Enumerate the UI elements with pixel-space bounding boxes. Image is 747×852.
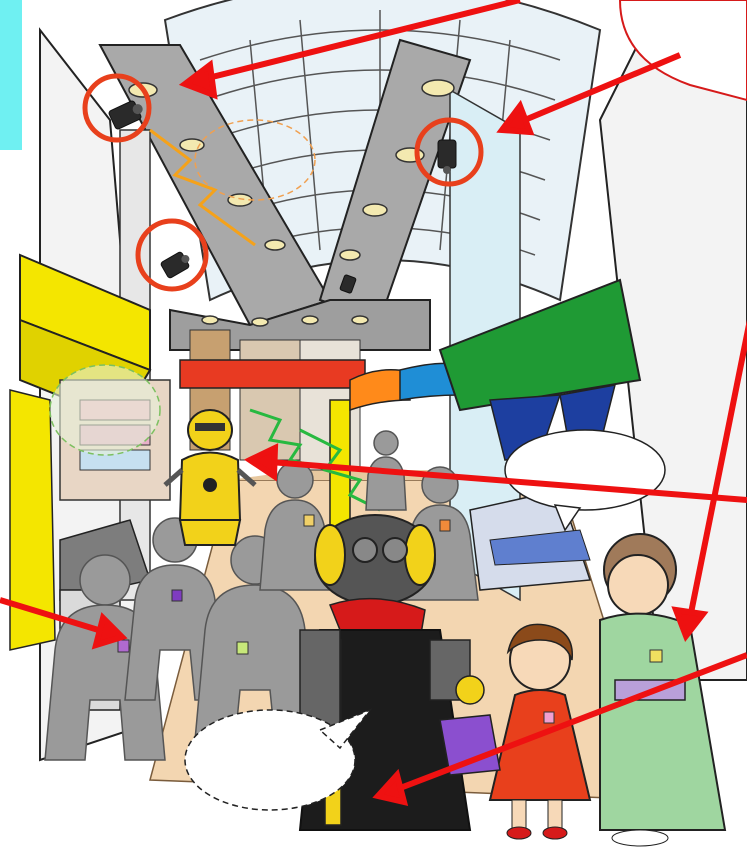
sensor-zone — [50, 365, 160, 455]
info-panel — [0, 0, 22, 150]
